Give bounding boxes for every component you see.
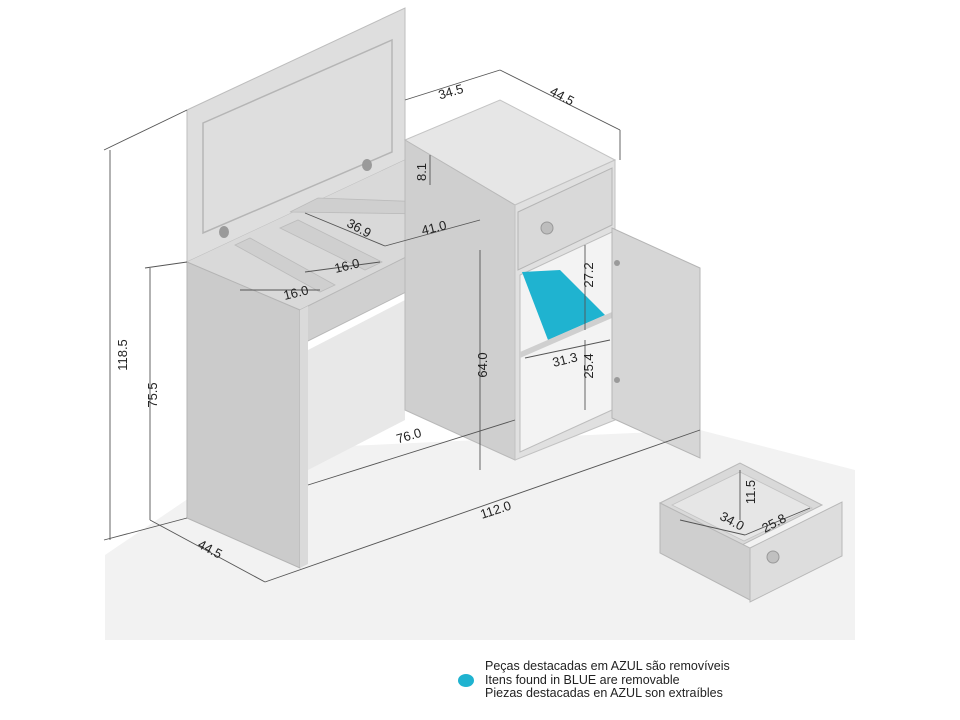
dim-niche-height: 27.2 <box>581 262 596 287</box>
lid-hinge-left <box>219 226 229 238</box>
lid-hinge-right <box>362 159 372 171</box>
dimension-labels: 118.5 75.5 44.5 112.0 76.0 34.5 44.5 8.1… <box>115 81 789 562</box>
dim-cabinet-height: 64.0 <box>475 352 490 377</box>
drawer-knob <box>766 550 780 564</box>
cabinet-drawer-front <box>517 167 613 271</box>
removable-blue-shelf <box>522 270 605 340</box>
dim-cabinet-width-top: 34.5 <box>437 81 465 102</box>
dim-desk-width: 76.0 <box>395 425 423 446</box>
legend-line-en: Itens found in BLUE are removable <box>485 672 680 687</box>
desk-left-side-front <box>300 306 308 568</box>
door-hinge-top <box>614 260 620 266</box>
legend-text: Peças destacadas em AZUL são removíveis … <box>485 659 730 701</box>
dim-desk-height: 75.5 <box>145 382 160 407</box>
desk-knee-space <box>308 300 405 470</box>
cabinet-fixed-shelf <box>520 312 612 358</box>
mirror-panel <box>202 38 393 235</box>
dim-cabinet-depth-top: 44.5 <box>547 83 576 108</box>
dim-lower-niche-height: 25.4 <box>581 353 596 378</box>
door-hinge-bottom <box>614 377 620 383</box>
cabinet-drawer-knob <box>540 221 554 235</box>
drawer-front <box>749 501 843 603</box>
divider-1 <box>234 237 336 293</box>
dim-compartment-mid: 16.0 <box>333 255 361 276</box>
cabinet <box>403 99 701 461</box>
dim-drawer-height: 11.5 <box>743 480 758 504</box>
loose-drawer <box>658 462 843 603</box>
divider-2 <box>279 219 383 271</box>
blue-dot-icon <box>458 674 474 687</box>
dim-tray-width: 41.0 <box>420 217 448 238</box>
dimension-lines <box>103 69 811 583</box>
desk-left-side-outer <box>186 261 301 569</box>
legend-line-pt: Peças destacadas em AZUL são removíveis <box>485 659 730 673</box>
dim-compartment-left: 16.0 <box>282 282 310 303</box>
dim-total-height: 118.5 <box>115 339 130 371</box>
legend-line-es: Piezas destacadas en AZUL son extraíbles <box>485 686 723 700</box>
cabinet-door <box>611 227 701 459</box>
dim-drawer-front-height: 8.1 <box>414 163 429 181</box>
dim-niche-width: 31.3 <box>551 349 579 370</box>
